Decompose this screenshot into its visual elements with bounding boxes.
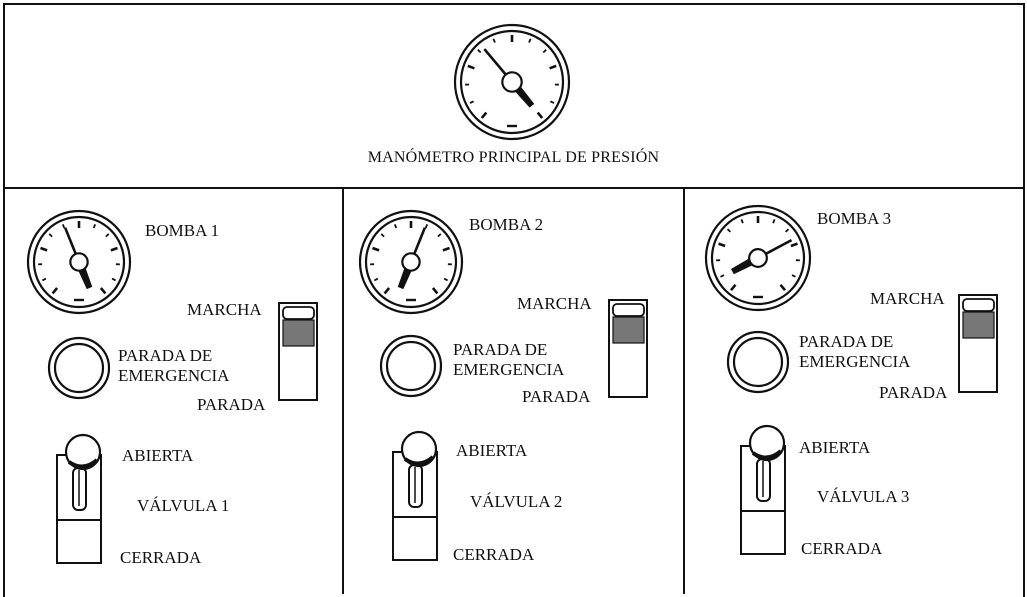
valve-1-open-label: ABIERTA [122,447,193,464]
pump-2-gauge [360,211,462,313]
pump-1-stop-label: PARADA [197,396,265,413]
valve-2-open-label: ABIERTA [456,442,527,459]
pump-2-emergency-stop-button[interactable] [381,336,441,396]
pump-1-emergency-label: PARADA DE EMERGENCIA [118,346,229,386]
pump-3-run-label: MARCHA [870,290,945,307]
main-pressure-gauge [455,25,569,139]
pump-2-stop-label: PARADA [522,388,590,405]
pump-1-label: BOMBA 1 [145,222,219,239]
pump-1-valve-lever[interactable] [57,435,101,563]
pump-3-emergency-stop-button[interactable] [728,332,788,392]
valve-1-label: VÁLVULA 1 [137,497,229,514]
valve-2-label: VÁLVULA 2 [470,493,562,510]
pump-3-valve-lever[interactable] [741,426,785,554]
pump-3-gauge [706,206,810,310]
valve-1-closed-label: CERRADA [120,549,201,566]
pump-1-run-stop-switch[interactable] [279,303,317,400]
valve-3-closed-label: CERRADA [801,540,882,557]
pump-2-run-label: MARCHA [517,295,592,312]
pump-1-emergency-stop-button[interactable] [49,338,109,398]
pump-3-emergency-label: PARADA DE EMERGENCIA [799,332,910,372]
pump-2-run-stop-switch[interactable] [609,300,647,397]
valve-3-open-label: ABIERTA [799,439,870,456]
pump-2-emergency-label: PARADA DE EMERGENCIA [453,340,564,380]
valve-2-closed-label: CERRADA [453,546,534,563]
pump-2-valve-lever[interactable] [393,432,437,560]
pump-2-label: BOMBA 2 [469,216,543,233]
valve-3-label: VÁLVULA 3 [817,488,909,505]
main-gauge-label: MANÓMETRO PRINCIPAL DE PRESIÓN [0,149,1027,167]
pump-1-gauge [28,211,130,313]
pump-3-stop-label: PARADA [879,384,947,401]
pump-3-run-stop-switch[interactable] [959,295,997,392]
pump-1-run-label: MARCHA [187,301,262,318]
pump-3-label: BOMBA 3 [817,210,891,227]
